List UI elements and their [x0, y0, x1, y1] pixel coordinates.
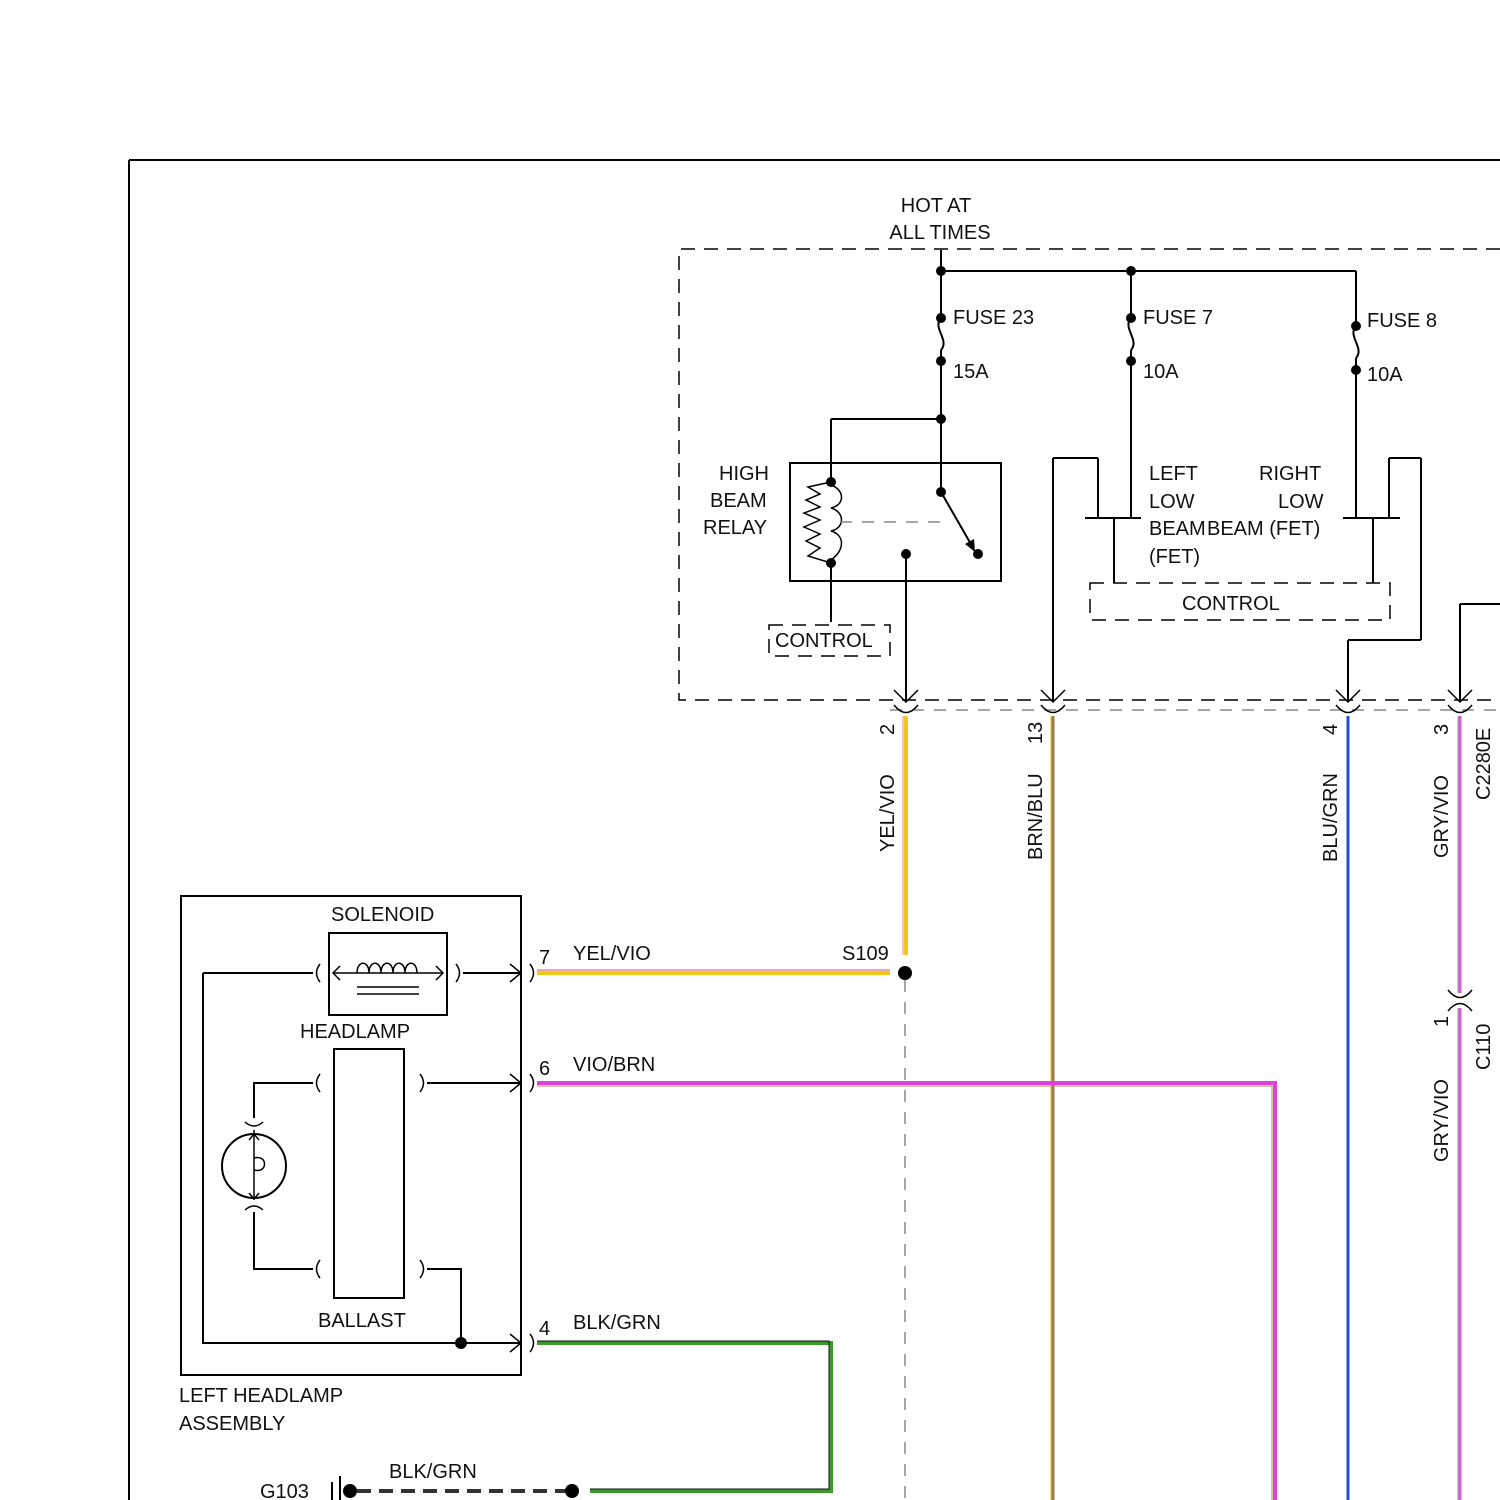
wire-label-blk-grn-4: BLK/GRN	[573, 1312, 661, 1334]
assembly-pin-6-number: 6	[539, 1058, 550, 1080]
assembly-pin-4-number: 4	[539, 1318, 550, 1340]
wire-label-vio-brn-6: VIO/BRN	[573, 1054, 655, 1076]
assembly-pin-6: 6	[530, 1058, 550, 1092]
wire-brn-blu-pin-13: BRN/BLU	[1025, 716, 1053, 1500]
fuse-8: FUSE 8 10A	[1351, 310, 1437, 518]
relay-label-line2: BEAM	[710, 490, 767, 512]
left-low-beam-line1: LEFT	[1149, 463, 1198, 485]
solenoid-label: SOLENOID	[331, 904, 434, 926]
assembly-title-line1: LEFT HEADLAMP	[179, 1385, 343, 1407]
fuse-7-rating: 10A	[1143, 361, 1179, 383]
pin-2-number: 2	[877, 724, 899, 735]
assembly-title-line2: ASSEMBLY	[179, 1413, 285, 1435]
wire-label-brn-blu-13: BRN/BLU	[1025, 773, 1047, 860]
ballast: HEADLAMP BALLAST	[254, 1021, 521, 1343]
connector-c2280e: 2 13 4 3 C2280E	[877, 690, 1500, 800]
wire-label-gry-vio-3: GRY/VIO	[1431, 775, 1453, 858]
connector-c110: 1 C110	[1431, 990, 1495, 1070]
c110-name: C110	[1473, 1024, 1495, 1070]
relay-coil-icon	[804, 482, 831, 563]
fuse-8-name: FUSE 8	[1367, 310, 1437, 332]
solenoid-coil-icon	[357, 963, 417, 973]
high-beam-relay: HIGH BEAM RELAY CONTROL	[703, 419, 1001, 700]
relay-label-line1: HIGH	[719, 463, 769, 485]
power-label-line1: HOT AT	[901, 195, 971, 217]
wire-gry-vio-pin-3: GRY/VIO GRY/VIO	[1431, 716, 1460, 1500]
assembly-pin-4: 4	[530, 1318, 550, 1352]
fet-control-label: CONTROL	[1182, 593, 1280, 615]
left-low-beam-fet: LEFT LOW BEAM (FET)	[1053, 458, 1206, 700]
assembly-pin-7: 7	[530, 947, 550, 982]
c2280e-name: C2280E	[1473, 728, 1495, 800]
ground-name: G103	[260, 1481, 309, 1500]
fuse-23: FUSE 23 15A	[936, 271, 1034, 424]
relay-switch-icon	[941, 492, 972, 546]
left-headlamp-assembly: LEFT HEADLAMP ASSEMBLY SOLENOID HEADLAMP…	[179, 896, 550, 1435]
relay-label-line3: RELAY	[703, 517, 767, 539]
wire-label-yel-vio-7: YEL/VIO	[573, 943, 651, 965]
left-low-beam-line4: (FET)	[1149, 546, 1200, 568]
s109-label: S109	[842, 943, 889, 965]
fuse-8-rating: 10A	[1367, 364, 1403, 386]
wire-vio-brn-pin-6: VIO/BRN	[537, 1054, 1275, 1500]
right-low-beam-line1: RIGHT	[1259, 463, 1321, 485]
splice-s109: S109	[842, 943, 912, 1500]
bulb-icon	[222, 1122, 286, 1210]
wire-blu-grn-pin-4: BLU/GRN	[1320, 716, 1348, 1500]
ground-wire-label: BLK/GRN	[389, 1461, 477, 1483]
pin-3-feed	[1460, 604, 1500, 700]
wire-blk-grn-pin-4: BLK/GRN	[537, 1312, 831, 1491]
wire-label-yel-vio-2: YEL/VIO	[877, 774, 899, 852]
pin-13-number: 13	[1025, 722, 1047, 744]
c110-pin-number: 1	[1431, 1016, 1453, 1027]
left-low-beam-line3: BEAM	[1149, 518, 1206, 540]
fet-control-box: CONTROL	[1090, 583, 1390, 620]
fuse-23-rating: 15A	[953, 361, 989, 383]
power-label-line2: ALL TIMES	[889, 222, 990, 244]
right-low-beam-line3: BEAM (FET)	[1207, 518, 1320, 540]
fuse-7-name: FUSE 7	[1143, 307, 1213, 329]
wire-yel-vio-pin-7: YEL/VIO	[537, 943, 890, 973]
right-low-beam-line2: LOW	[1278, 491, 1324, 513]
connector-pin-3: 3	[1431, 690, 1472, 735]
left-low-beam-line2: LOW	[1149, 491, 1195, 513]
right-low-beam-fet: RIGHT LOW BEAM (FET)	[1207, 458, 1421, 700]
connector-pin-2: 2	[877, 690, 918, 735]
connector-pin-4: 4	[1320, 690, 1360, 735]
relay-control-label: CONTROL	[775, 630, 873, 652]
headlamp-label: HEADLAMP	[300, 1021, 410, 1043]
pin-4-number: 4	[1320, 724, 1342, 735]
solenoid: SOLENOID	[203, 904, 521, 1015]
connector-pin-13: 13	[1025, 690, 1065, 744]
assembly-pin-7-number: 7	[539, 947, 550, 969]
ground-g103: G103 BLK/GRN	[260, 1461, 579, 1500]
wire-label-blu-grn-4: BLU/GRN	[1320, 773, 1342, 862]
fuse-23-name: FUSE 23	[953, 307, 1034, 329]
wire-yel-vio-pin-2: YEL/VIO	[877, 716, 906, 955]
pin-3-number: 3	[1431, 724, 1453, 735]
wire-label-gry-vio-c110: GRY/VIO	[1431, 1079, 1453, 1162]
ballast-label: BALLAST	[318, 1310, 406, 1332]
